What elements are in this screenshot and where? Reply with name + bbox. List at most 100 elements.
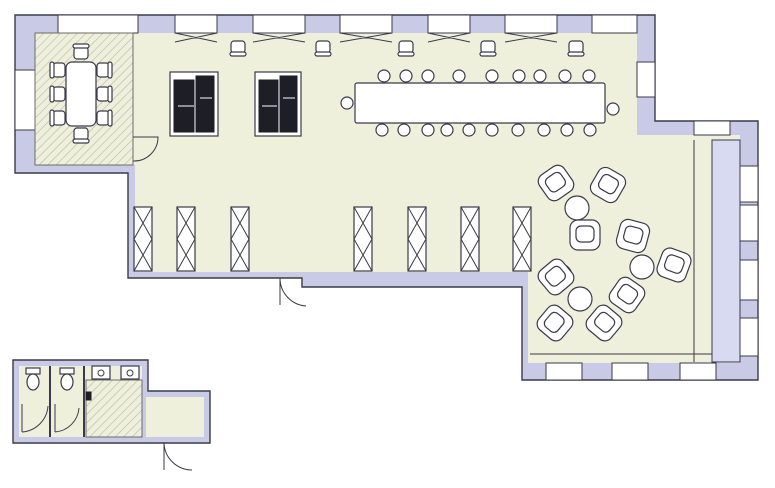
chair-icon [72, 127, 90, 144]
sink-basin [91, 365, 111, 380]
chair-icon [377, 69, 391, 83]
restroom-hatched-floor [85, 379, 143, 438]
window-icon [174, 14, 218, 34]
shelf-cross [460, 206, 480, 272]
shelf-frame [407, 206, 427, 272]
window-icon [636, 61, 656, 98]
chair-icon [479, 40, 497, 57]
chair-icon [96, 109, 113, 127]
chair-seat [96, 86, 110, 102]
door-icon [54, 404, 80, 433]
armchairs [536, 164, 692, 342]
chair-icon [537, 123, 551, 137]
shelf-cross [176, 206, 196, 272]
armchair-icon [615, 218, 651, 254]
storage-unit-icon [512, 206, 532, 272]
storage-unit-icon [407, 206, 427, 272]
conference-table-icon [65, 61, 97, 127]
chair-back [72, 43, 90, 49]
lounge [536, 164, 692, 342]
round-table-icon [629, 254, 655, 280]
chair-icon [511, 123, 525, 137]
chair-icon [567, 40, 585, 57]
window-icon [739, 204, 759, 242]
chair-icon [49, 109, 66, 127]
chair-seat [96, 62, 110, 78]
storage-unit-icon [230, 206, 250, 272]
chair-back [49, 85, 55, 103]
shelf-cross [133, 206, 153, 272]
armchair-icon [589, 166, 627, 204]
round-table-icon [564, 195, 590, 221]
shelf-cross [512, 206, 532, 272]
chair-seat [398, 40, 414, 54]
chair-icon [421, 123, 435, 137]
armchair-seat [594, 311, 616, 333]
restroom-lobby-floor [146, 397, 204, 437]
toilet-icon [25, 367, 41, 391]
sofa-seat [279, 75, 298, 133]
meeting-room [34, 32, 159, 166]
chair-icon [314, 40, 332, 57]
window-icon [545, 362, 583, 381]
meeting-chairs [49, 43, 113, 144]
window-icon [693, 120, 731, 136]
restroom-block [12, 359, 211, 471]
sink-icon [120, 365, 140, 380]
shelf-cross [230, 206, 250, 272]
chair-seat [480, 40, 496, 54]
door-icon [21, 404, 49, 433]
sofas [169, 71, 302, 137]
storage-unit-icon [460, 206, 480, 272]
storage-unit-icon [176, 206, 196, 272]
chair-seat [52, 62, 66, 78]
armchair-seat [544, 265, 566, 287]
armchair-icon [585, 304, 623, 342]
window-icon [427, 14, 471, 34]
chair-icon [440, 123, 454, 137]
window-icon [679, 362, 717, 381]
chair-back [49, 109, 55, 127]
sofa-icon [169, 71, 219, 137]
storage-units [133, 206, 532, 272]
window-chairs [229, 40, 585, 57]
window-icon [252, 14, 306, 34]
chair-back [107, 109, 113, 127]
top-windows [57, 14, 638, 43]
window-icon [504, 14, 558, 34]
chair-back [397, 51, 415, 57]
chair-icon [583, 123, 597, 137]
shelf-frame [353, 206, 373, 272]
shelf-frame [176, 206, 196, 272]
chair-seat [96, 110, 110, 126]
dispenser [85, 391, 92, 401]
door-icon [279, 277, 307, 307]
window-icon [611, 362, 649, 381]
chair-icon [533, 69, 547, 83]
window-icon [57, 14, 139, 34]
armchair-seat [597, 173, 620, 195]
chair-icon [462, 123, 476, 137]
toilet-tank [59, 367, 75, 375]
armchair-icon [537, 258, 575, 296]
armchair-seat [616, 283, 639, 305]
storage-unit-icon [133, 206, 153, 272]
armchair-icon [656, 247, 692, 283]
armchair-icon [608, 276, 646, 314]
sofa-seat [195, 75, 215, 133]
conference-chairs [340, 69, 620, 137]
sink-drain [126, 369, 134, 377]
shelf-frame [133, 206, 153, 272]
chair-icon [340, 96, 354, 110]
armchair-seat [543, 311, 565, 333]
chair-icon [96, 85, 113, 103]
armchair-icon [536, 304, 574, 342]
armchair-seat [663, 254, 685, 274]
shelf-frame [460, 206, 480, 272]
window-icon [14, 69, 36, 131]
armchair-icon [569, 219, 601, 251]
armchair-seat [623, 225, 644, 245]
chair-seat [230, 40, 246, 54]
shelf-frame [230, 206, 250, 272]
sink-icon [91, 365, 111, 380]
